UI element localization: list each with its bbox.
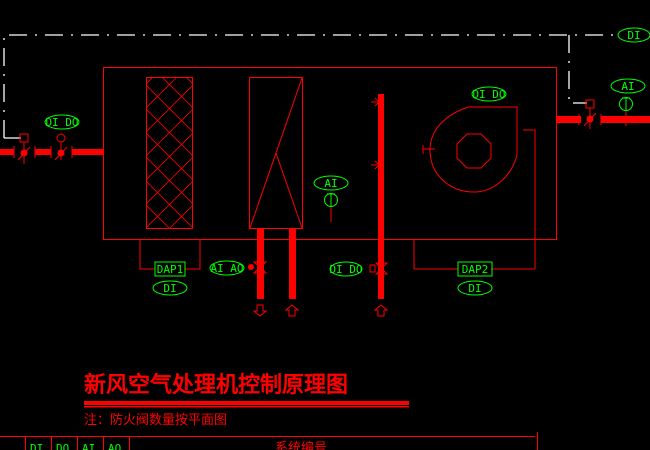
hatch-line: [146, 156, 193, 205]
tag-top-right: DI: [617, 27, 650, 43]
hatch-line: [146, 77, 154, 85]
supply-temp-sensor-icon: [619, 97, 633, 111]
tag-dap2-status: DI: [457, 280, 493, 296]
tag-label: AI AO: [210, 262, 243, 275]
title-underline: [84, 401, 409, 405]
tag-supply-temp: AI: [610, 78, 646, 94]
hatch-line: [146, 77, 178, 109]
io-table: [0, 432, 538, 450]
fan-icon: [422, 106, 536, 269]
tag-dap1-status: DI: [152, 280, 188, 296]
hatch-line: [146, 0, 193, 36]
hatch-line: [146, 0, 193, 12]
tag-dap2: DAP2: [457, 261, 493, 277]
filter-icon: [146, 0, 193, 229]
coil-temp-sensor-icon: [324, 193, 338, 207]
humidifier-valve-icon: [369, 262, 389, 275]
humidifier-pipe: [378, 94, 384, 299]
tag-label: DAP2: [462, 263, 489, 276]
table-col-ao: AO: [108, 442, 121, 450]
hatch-line: [146, 0, 193, 36]
diagram-note: 注：防火阀数量按平面图: [84, 412, 227, 428]
hatch-line: [146, 13, 193, 60]
tag-outdoor-damper: DI DO: [44, 114, 80, 130]
coil-pipes: [257, 229, 296, 299]
table-col-di: DI: [30, 442, 43, 450]
hatch-line: [146, 108, 193, 157]
diagram-title: 新风空气处理机控制原理图: [84, 372, 348, 398]
tag-label: DI DO: [329, 263, 362, 276]
humidifier-nozzle-icon: [371, 97, 379, 170]
tag-humidifier: DI DO: [329, 261, 363, 277]
hatch-line: [146, 132, 193, 181]
tag-dap1: DAP1: [154, 261, 186, 277]
control-wiring: [3, 34, 618, 138]
hatch-line: [146, 0, 193, 12]
table-col-do: DO: [56, 442, 69, 450]
tag-coil-temp: AI: [313, 175, 349, 191]
control-valve-icon: [248, 261, 268, 274]
hatch-line: [146, 84, 193, 133]
tag-label: DAP1: [157, 263, 184, 276]
coil-icon: [249, 77, 303, 229]
ahu-casing: [103, 67, 557, 240]
tag-fan: DI DO: [471, 86, 507, 102]
hatch-line: [185, 77, 193, 85]
outdoor-fire-damper-icon: [17, 133, 31, 164]
tag-label: DI DO: [45, 116, 78, 129]
outdoor-air-damper-icon: [54, 133, 68, 161]
hatch-line: [146, 180, 193, 229]
tag-label: DI: [163, 282, 176, 295]
tag-label: AI: [621, 80, 634, 93]
tag-label: DI: [627, 29, 640, 42]
tag-valve: AI AO: [209, 260, 245, 276]
supply-fire-damper-icon: [583, 99, 597, 129]
tag-label: DI: [468, 282, 481, 295]
flow-arrows: [252, 304, 389, 317]
tag-label: AI: [324, 177, 337, 190]
table-col-ai: AI: [82, 442, 95, 450]
system-number-label: 系统编号: [275, 441, 327, 450]
hatch-line: [146, 13, 193, 60]
supply-ducts: [0, 116, 650, 155]
tag-label: DI DO: [472, 88, 505, 101]
dap-wiring: [139, 205, 535, 270]
hatch-line: [168, 204, 193, 229]
